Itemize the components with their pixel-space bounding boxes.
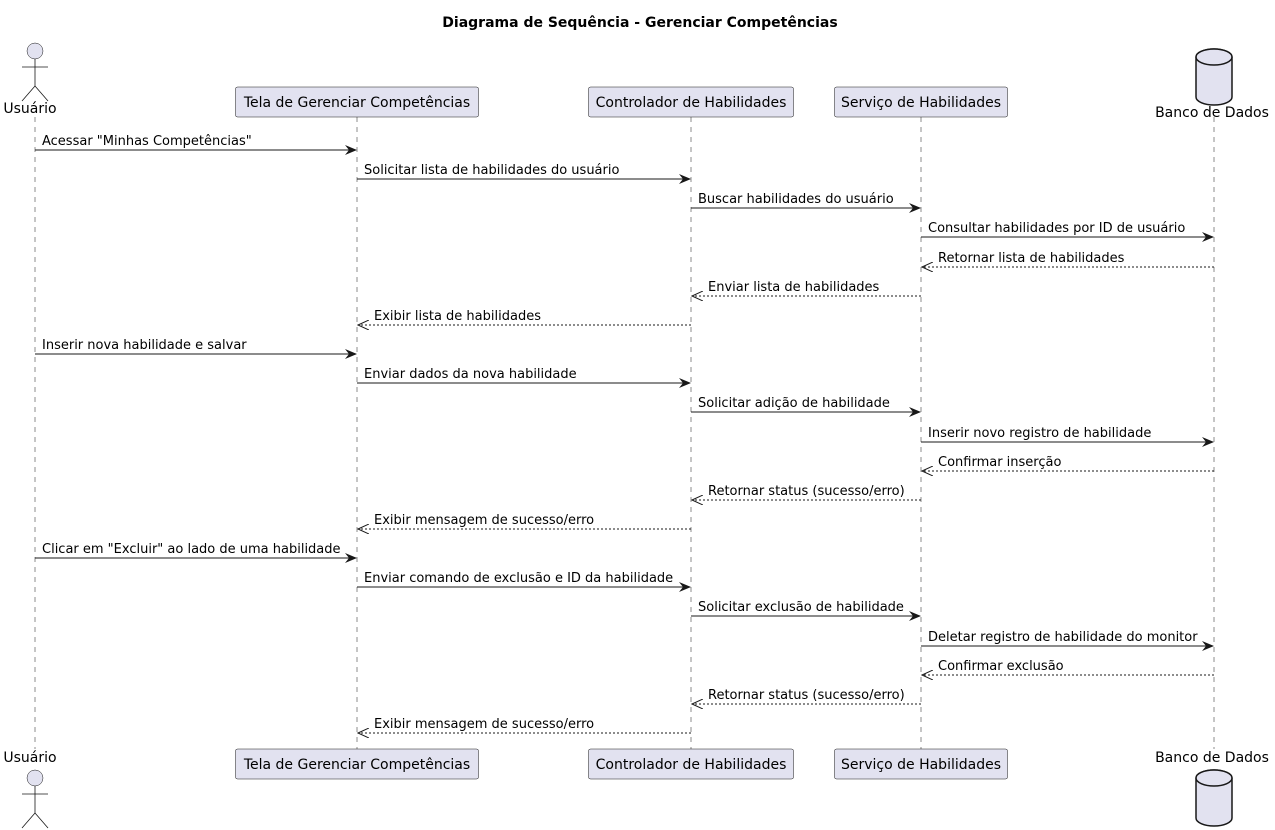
participant-servico-bottom: Serviço de Habilidades <box>834 748 1008 780</box>
message-label: Confirmar exclusão <box>938 659 1064 674</box>
message-label: Retornar status (sucesso/erro) <box>708 688 905 703</box>
participant-tela-bottom: Tela de Gerenciar Competências <box>235 748 479 780</box>
participants-bottom: Usuário Tela de Gerenciar Competências Con… <box>3 748 1269 829</box>
participant-label: Serviço de Habilidades <box>841 95 1001 111</box>
message-label: Solicitar lista de habilidades do usuári… <box>364 163 619 178</box>
actor-head <box>26 769 44 787</box>
message-label: Buscar habilidades do usuário <box>698 192 894 207</box>
messages: Acessar "Minhas Competências" Solicitar l… <box>35 134 1214 733</box>
message-11: Inserir novo registro de habilidade <box>921 426 1214 447</box>
message-label: Enviar dados da nova habilidade <box>364 367 577 382</box>
message-label: Deletar registro de habilidade do monito… <box>928 630 1198 645</box>
message-19: Confirmar exclusão <box>922 659 1214 675</box>
participant-label: Tela de Gerenciar Competências <box>243 95 470 111</box>
participant-box <box>834 86 1008 118</box>
message-label: Exibir mensagem de sucesso/erro <box>374 513 594 528</box>
actor-label: Usuário <box>3 101 56 117</box>
database-bottom: Banco de Dados <box>1155 750 1269 827</box>
actor-label: Usuário <box>3 750 56 766</box>
participant-box <box>588 86 794 118</box>
message-13: Retornar status (sucesso/erro) <box>692 484 921 500</box>
participants-top: Usuário Tela de Gerenciar Competências Con… <box>3 42 1269 121</box>
database-top <box>1195 48 1233 66</box>
message-8: Inserir nova habilidade e salvar <box>35 338 357 359</box>
message-5: Retornar lista de habilidades <box>922 251 1214 267</box>
message-label: Enviar lista de habilidades <box>708 280 880 295</box>
message-16: Enviar comando de exclusão e ID da habil… <box>357 571 691 592</box>
participant-label: Controlador de Habilidades <box>596 95 787 111</box>
message-label: Exibir mensagem de sucesso/erro <box>374 717 594 732</box>
database-label: Banco de Dados <box>1155 105 1269 121</box>
database-top <box>1195 769 1233 787</box>
diagram-title: Diagrama de Sequência - Gerenciar Compet… <box>442 15 837 31</box>
message-3: Buscar habilidades do usuário <box>691 192 921 213</box>
message-9: Enviar dados da nova habilidade <box>357 367 691 388</box>
message-7: Exibir lista de habilidades <box>358 309 691 325</box>
message-label: Enviar comando de exclusão e ID da habil… <box>364 571 673 586</box>
database-label: Banco de Dados <box>1155 750 1269 766</box>
message-label: Confirmar inserção <box>938 455 1061 470</box>
actor-top: Usuário <box>3 42 57 117</box>
participant-label: Tela de Gerenciar Competências <box>243 757 470 773</box>
message-12: Confirmar inserção <box>922 455 1214 471</box>
actor-leg-right <box>34 812 49 829</box>
message-label: Solicitar exclusão de habilidade <box>698 600 904 615</box>
participant-servico-top: Serviço de Habilidades <box>834 86 1008 118</box>
message-20: Retornar status (sucesso/erro) <box>692 688 921 704</box>
message-10: Solicitar adição de habilidade <box>691 396 921 417</box>
participant-controlador-bottom: Controlador de Habilidades <box>588 748 794 780</box>
message-14: Exibir mensagem de sucesso/erro <box>358 513 691 529</box>
participant-box <box>235 86 479 118</box>
message-label: Consultar habilidades por ID de usuário <box>928 221 1185 236</box>
participant-box <box>834 748 1008 780</box>
message-15: Clicar em "Excluir" ao lado de uma habil… <box>35 542 357 563</box>
actor-head <box>26 42 44 60</box>
message-18: Deletar registro de habilidade do monito… <box>921 630 1214 651</box>
database-top: Banco de Dados <box>1155 48 1269 121</box>
actor-leg-right <box>34 85 49 102</box>
message-label: Solicitar adição de habilidade <box>698 396 890 411</box>
message-label: Exibir lista de habilidades <box>374 309 541 324</box>
actor-bottom: Usuário <box>3 750 57 829</box>
participant-box <box>588 748 794 780</box>
message-17: Solicitar exclusão de habilidade <box>691 600 921 621</box>
participant-controlador-top: Controlador de Habilidades <box>588 86 794 118</box>
participant-tela-top: Tela de Gerenciar Competências <box>235 86 479 118</box>
participant-label: Controlador de Habilidades <box>596 757 787 773</box>
actor-leg-left <box>21 812 36 829</box>
message-label: Inserir novo registro de habilidade <box>928 426 1151 441</box>
message-6: Enviar lista de habilidades <box>692 280 921 296</box>
message-21: Exibir mensagem de sucesso/erro <box>358 717 691 733</box>
message-label: Clicar em "Excluir" ao lado de uma habil… <box>42 542 341 557</box>
participant-label: Serviço de Habilidades <box>841 757 1001 773</box>
message-label: Retornar lista de habilidades <box>938 251 1125 266</box>
message-label: Inserir nova habilidade e salvar <box>42 338 247 353</box>
message-2: Solicitar lista de habilidades do usuári… <box>357 163 691 184</box>
message-4: Consultar habilidades por ID de usuário <box>921 221 1214 242</box>
actor-leg-left <box>21 85 36 102</box>
message-label: Retornar status (sucesso/erro) <box>708 484 905 499</box>
message-label: Acessar "Minhas Competências" <box>42 134 252 149</box>
message-1: Acessar "Minhas Competências" <box>35 134 357 155</box>
participant-box <box>235 748 479 780</box>
